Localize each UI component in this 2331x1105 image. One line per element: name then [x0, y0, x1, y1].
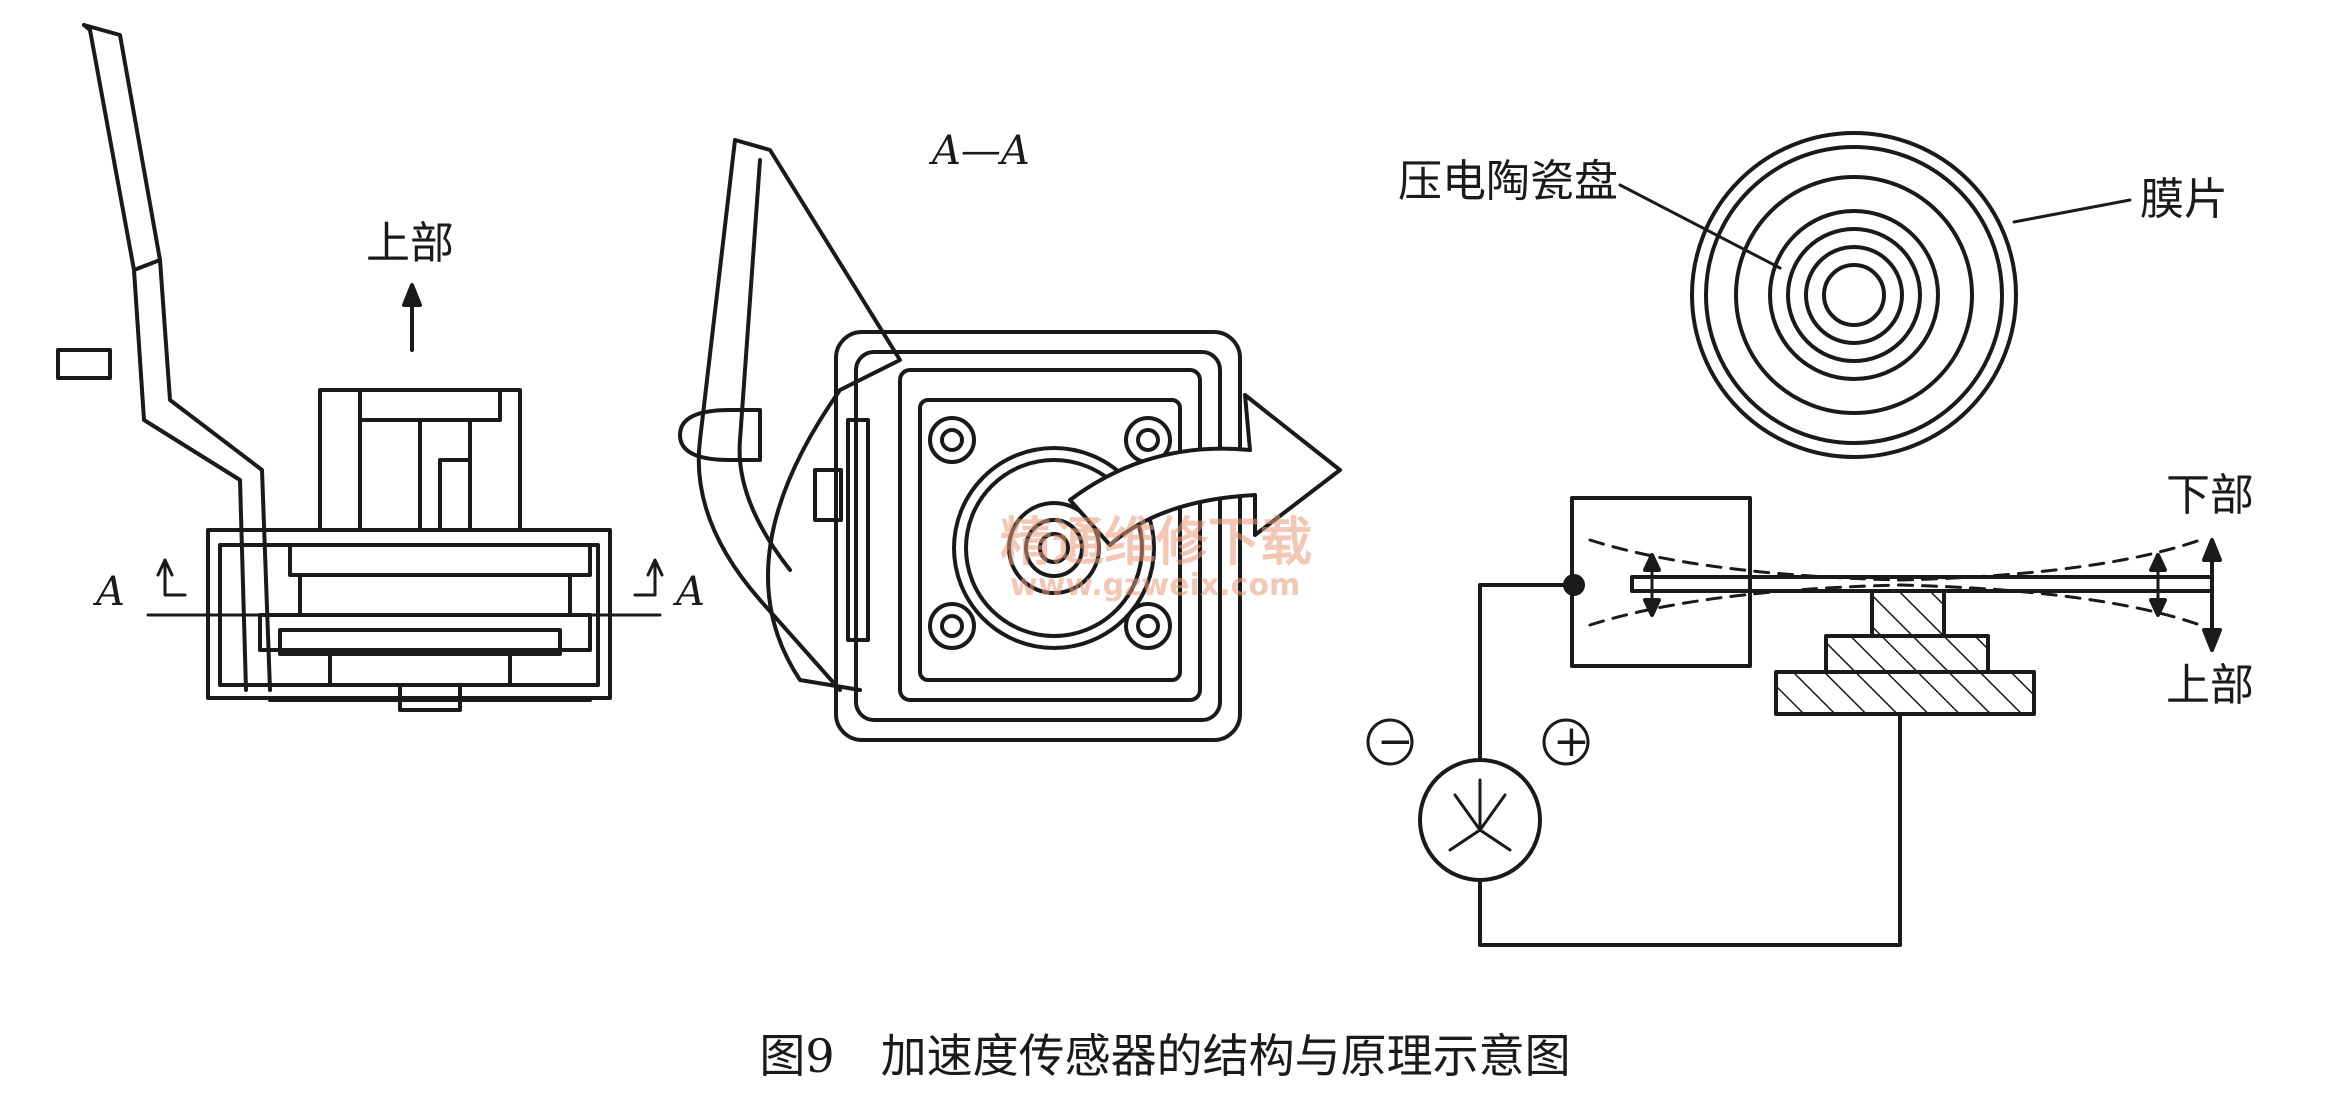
- voltage-meter: [1418, 758, 1542, 882]
- left-up-label: 上部: [366, 218, 454, 269]
- section-mark-right: A: [672, 569, 705, 615]
- housing-square: [834, 330, 1242, 742]
- magnified-box: [1570, 496, 1752, 668]
- mounting-bracket: [82, 23, 272, 692]
- plus-sign: +: [1553, 716, 1590, 767]
- piezo-label: 压电陶瓷盘: [1398, 156, 1618, 207]
- minus-terminal: [1366, 718, 1414, 766]
- meter-arrows-icon: [1448, 778, 1512, 852]
- section-mark-left: A: [92, 569, 125, 615]
- up-down-arrow-icon: [2202, 538, 2222, 652]
- section-title: A—A: [928, 128, 1030, 174]
- pedestal-base: [1774, 670, 2036, 716]
- plus-terminal: [1542, 718, 1590, 766]
- up-arrow-icon: [402, 283, 422, 352]
- watermark-text: 精通维修下载: [1000, 513, 1312, 573]
- piezo-disk: [1734, 175, 1974, 415]
- watermark-url: www.gzweix.com: [1010, 568, 1300, 603]
- principle-circuit: [1366, 496, 2222, 947]
- membrane-label: 膜片: [2140, 174, 2228, 225]
- side-knob: [678, 408, 762, 462]
- membrane-ring: [1690, 131, 2018, 459]
- vibration-arrow-left-icon: [1643, 553, 1661, 617]
- minus-sign: −: [1377, 716, 1414, 767]
- central-disk: [952, 446, 1156, 650]
- pedestal-mid: [1824, 634, 1990, 674]
- vibration-arrow-right-icon: [2149, 553, 2167, 617]
- bracket-tab: [56, 348, 112, 380]
- disk-top-view: [1618, 131, 2132, 459]
- up-label-right: 上部: [2166, 660, 2254, 711]
- section-view: [678, 138, 1242, 742]
- down-label: 下部: [2166, 470, 2254, 521]
- curved-arrow-icon: [1068, 393, 1342, 547]
- figure-caption: 图9 加速度传感器的结构与原理示意图: [759, 1029, 1570, 1083]
- pedestal-top: [1870, 589, 1946, 638]
- left-side-view: [56, 23, 664, 712]
